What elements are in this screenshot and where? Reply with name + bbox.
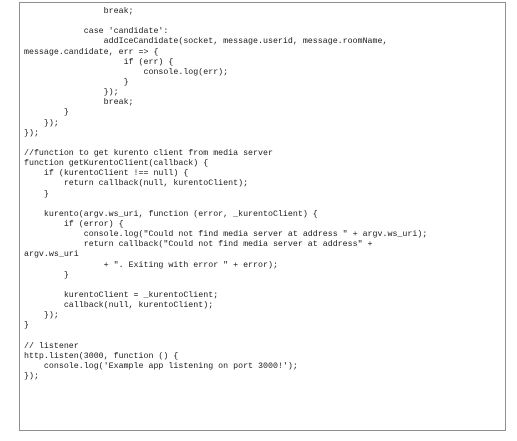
code-line: function getKurentoClient(callback) {: [24, 159, 209, 169]
code-line: [24, 17, 505, 27]
code-line: argv.ws_uri: [24, 250, 79, 260]
code-listing: break; case 'candidate': addIceCandidate…: [19, 2, 506, 431]
code-line: case 'candidate':: [24, 27, 169, 37]
code-line: }: [24, 321, 29, 331]
code-line: [24, 200, 505, 210]
code-line: });: [24, 372, 39, 382]
code-line: + ". Exiting with error " + error);: [24, 260, 278, 270]
code-block: break; case 'candidate': addIceCandidate…: [20, 3, 505, 382]
code-line: console.log(err);: [24, 67, 229, 77]
code-line: addIceCandidate(socket, message.userid, …: [24, 37, 388, 47]
code-line: break;: [24, 98, 134, 108]
code-line: [24, 281, 505, 291]
code-line: });: [24, 128, 39, 138]
code-line: if (kurentoClient !== null) {: [24, 169, 189, 179]
code-line: });: [24, 118, 59, 128]
code-line: }: [24, 189, 49, 199]
code-line: kurento(argv.ws_uri, function (error, _k…: [24, 209, 318, 219]
code-line: return callback(null, kurentoClient);: [24, 179, 249, 189]
code-line: return callback("Could not find media se…: [24, 240, 373, 250]
code-line: message.candidate, err => {: [24, 47, 159, 57]
code-line: [24, 332, 505, 342]
code-line: console.log("Could not find media server…: [24, 230, 428, 240]
code-line: if (err) {: [24, 57, 174, 67]
code-line: }: [24, 270, 69, 280]
code-line: //function to get kurento client from me…: [24, 148, 273, 158]
code-line: }: [24, 108, 69, 118]
code-line: console.log('Example app listening on po…: [24, 361, 298, 371]
code-line: kurentoClient = _kurentoClient;: [24, 290, 219, 300]
code-line: http.listen(3000, function () {: [24, 351, 179, 361]
code-line: [24, 139, 505, 149]
code-line: if (error) {: [24, 219, 124, 229]
code-line: // listener: [24, 341, 79, 351]
code-line: break;: [24, 7, 134, 16]
code-line: });: [24, 311, 59, 321]
code-line: });: [24, 88, 119, 98]
code-line: callback(null, kurentoClient);: [24, 301, 214, 311]
code-line: }: [24, 77, 129, 87]
